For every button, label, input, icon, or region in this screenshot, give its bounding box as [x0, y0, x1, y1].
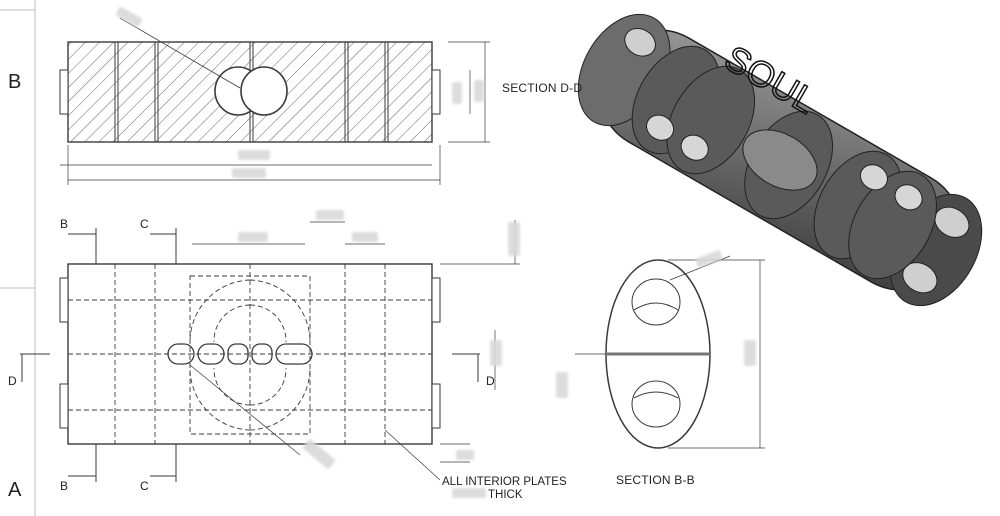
section-bb-view	[575, 255, 765, 449]
sheet-border	[0, 0, 36, 516]
blurred-dimension	[238, 232, 268, 242]
cut-label-d-left: D	[8, 374, 17, 388]
blurred-dimension	[238, 150, 270, 160]
section-bb-title: SECTION B-B	[616, 473, 695, 487]
blurred-dimension	[316, 210, 344, 220]
blurred-dimension	[556, 372, 568, 398]
cut-label-d-right: D	[486, 374, 495, 388]
blurred-dimension	[452, 82, 462, 104]
note-plates-line1: ALL INTERIOR PLATES	[442, 476, 567, 488]
zone-label-b: B	[8, 71, 22, 93]
cut-label-c-bottom: C	[140, 479, 149, 493]
blurred-dimension	[232, 168, 266, 178]
blurred-dimension	[508, 222, 520, 256]
blurred-dimension	[744, 340, 756, 366]
cut-label-c-top: C	[140, 217, 149, 231]
cut-label-b-bottom: B	[60, 479, 69, 493]
note-plates-line2: THICK	[488, 489, 523, 501]
blurred-dimension	[352, 232, 378, 242]
blurred-dimension	[452, 488, 486, 498]
soul-logo-outline	[167, 343, 313, 365]
isometric-view: SOUL	[577, 13, 983, 307]
top-view	[20, 220, 520, 482]
blurred-dimension	[456, 450, 474, 460]
cut-label-b-top: B	[60, 217, 69, 231]
zone-label-a: A	[8, 479, 22, 501]
section-dd-title: SECTION D-D	[502, 81, 583, 95]
blurred-dimension	[490, 340, 502, 366]
section-dd-view	[59, 17, 490, 185]
blurred-dimension	[474, 80, 484, 102]
